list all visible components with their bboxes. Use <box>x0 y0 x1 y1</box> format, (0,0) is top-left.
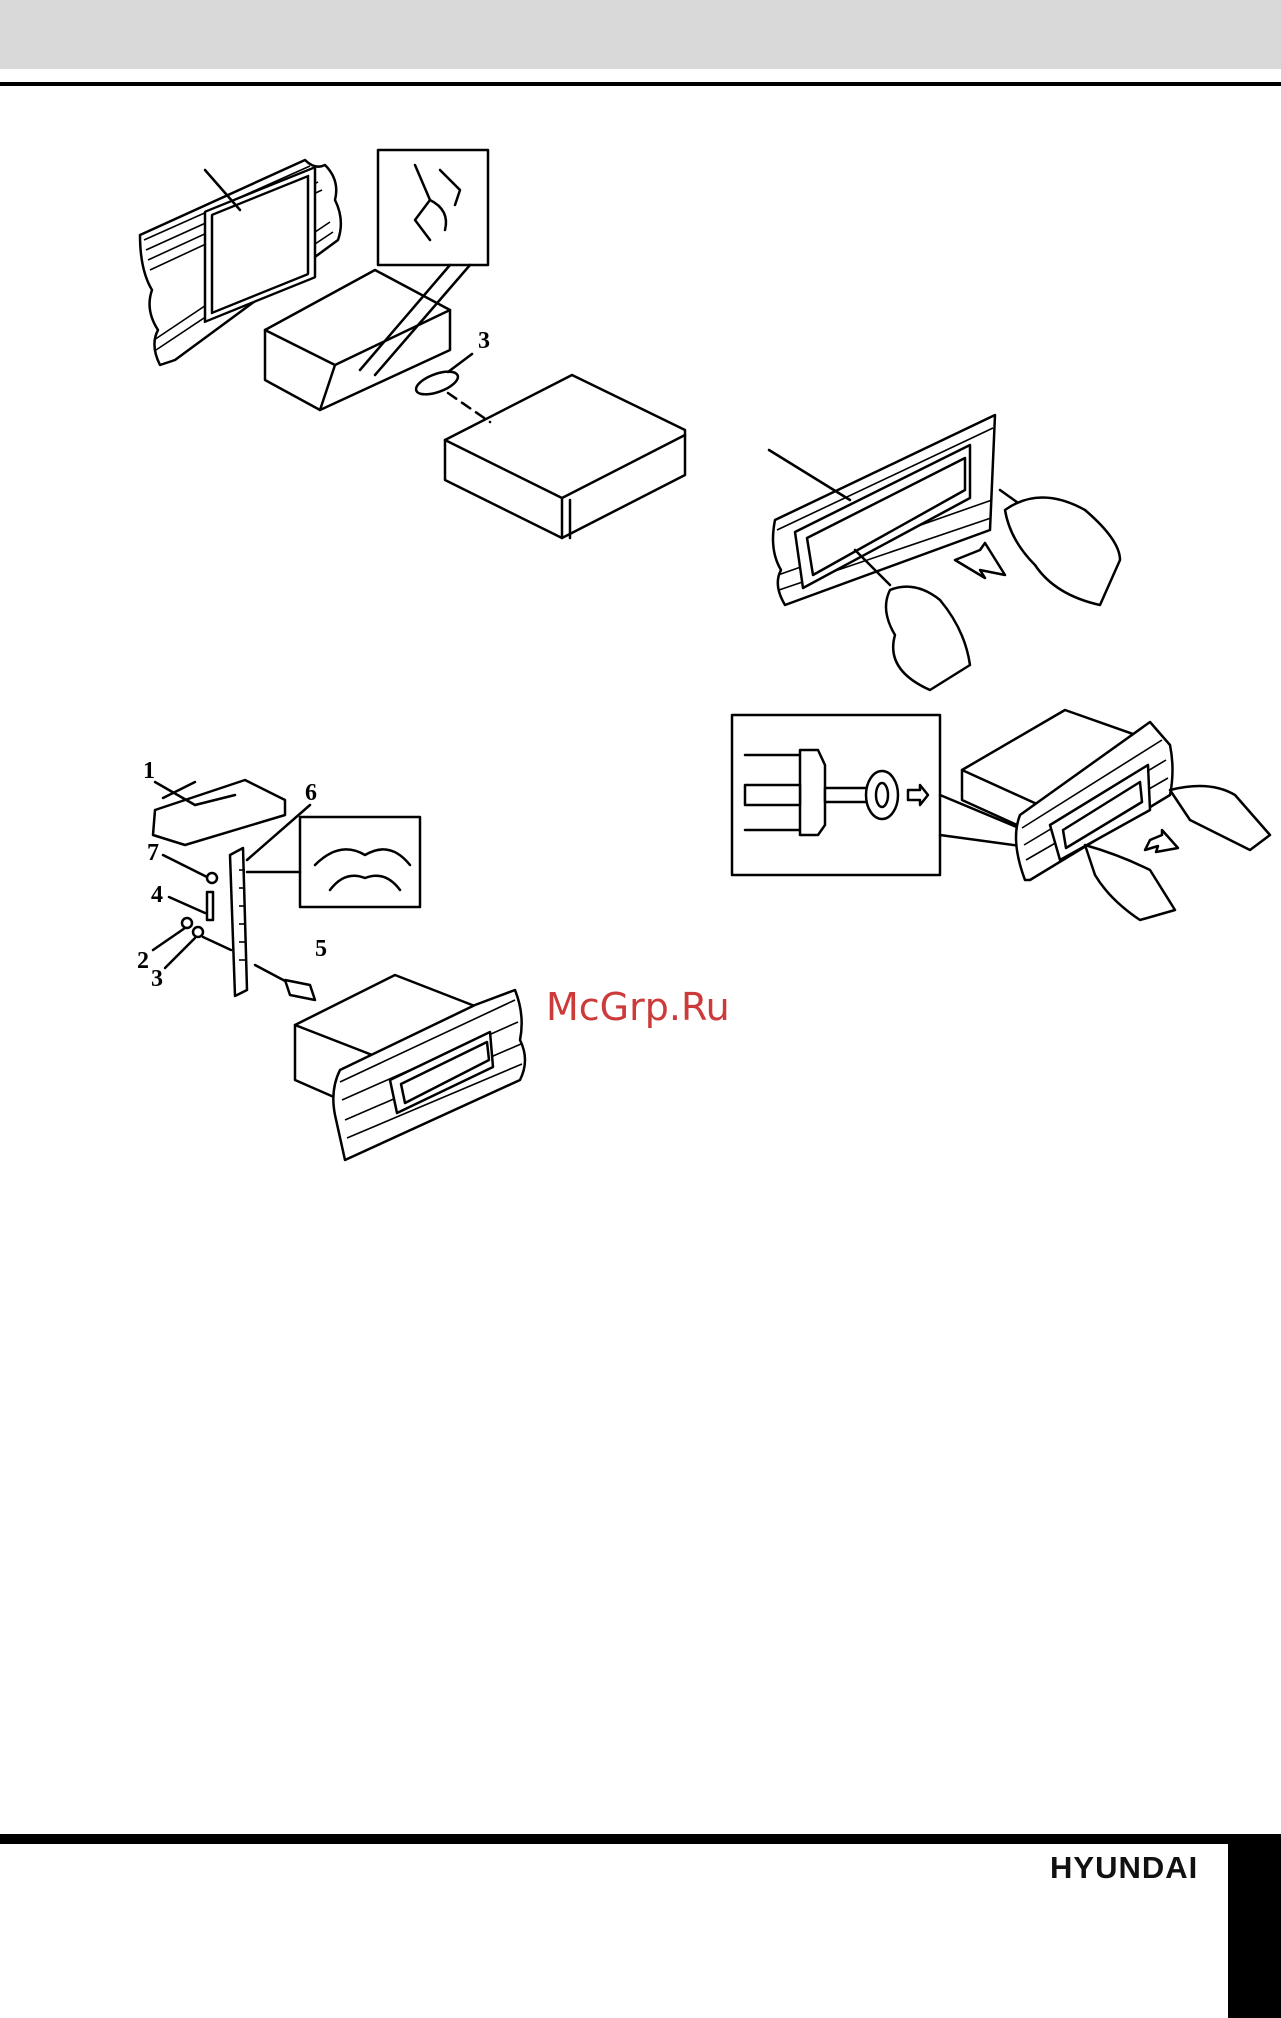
pull-arrow-icon <box>955 543 1005 578</box>
figure-panel-removal <box>765 400 1145 700</box>
callout-6: 6 <box>305 780 317 806</box>
screw-drawing <box>207 892 213 920</box>
dashed-guide <box>448 393 490 422</box>
callout-leader <box>769 450 850 500</box>
callout-leader-3b <box>165 938 195 968</box>
header-rule <box>0 82 1281 86</box>
callout-leader-4 <box>169 897 205 913</box>
hand-right-drawing <box>1005 498 1120 606</box>
callout-3-bottom: 3 <box>151 966 163 992</box>
callout-leader-7 <box>163 855 207 877</box>
callout-leader-3 <box>448 354 472 372</box>
nut-drawing <box>182 918 192 928</box>
guide-line <box>203 937 231 950</box>
page-tab <box>1228 1844 1281 2018</box>
callout-7: 7 <box>147 840 159 866</box>
bolt-drawing <box>285 980 315 1000</box>
hand-left-drawing <box>1085 845 1175 920</box>
hand-left-drawing <box>886 587 970 690</box>
washer-drawing <box>193 927 203 937</box>
radio-unit-drawing <box>445 375 685 538</box>
figure-sleeve-install: 3 <box>130 140 690 550</box>
hand-right-drawing <box>1170 786 1270 850</box>
figure-rear-bracket: 1 6 7 4 2 3 5 <box>135 760 535 1170</box>
callout-leader-5 <box>255 965 287 982</box>
callout-2: 2 <box>137 948 149 974</box>
bracket-bar-drawing <box>230 848 247 996</box>
callout-leader-2 <box>153 928 185 950</box>
callout-5: 5 <box>315 936 327 962</box>
figure-unit-removal <box>730 710 1275 920</box>
radio-installed-drawing <box>295 975 525 1160</box>
dashboard-slot-drawing <box>773 415 995 605</box>
callout-3-top: 3 <box>478 328 490 354</box>
footer-rule <box>0 1834 1281 1844</box>
callout-1: 1 <box>143 758 155 784</box>
part-3-drawing <box>413 367 461 399</box>
brand-logo: HYUNDAI <box>1050 1850 1198 1886</box>
pull-arrow-icon <box>1145 830 1178 852</box>
callout-4: 4 <box>151 882 163 908</box>
support-strap-drawing <box>153 780 285 845</box>
radio-chassis-drawing <box>962 710 1173 880</box>
header-band <box>0 0 1281 69</box>
washer-drawing <box>207 873 217 883</box>
watermark: McGrp.Ru <box>546 985 730 1029</box>
